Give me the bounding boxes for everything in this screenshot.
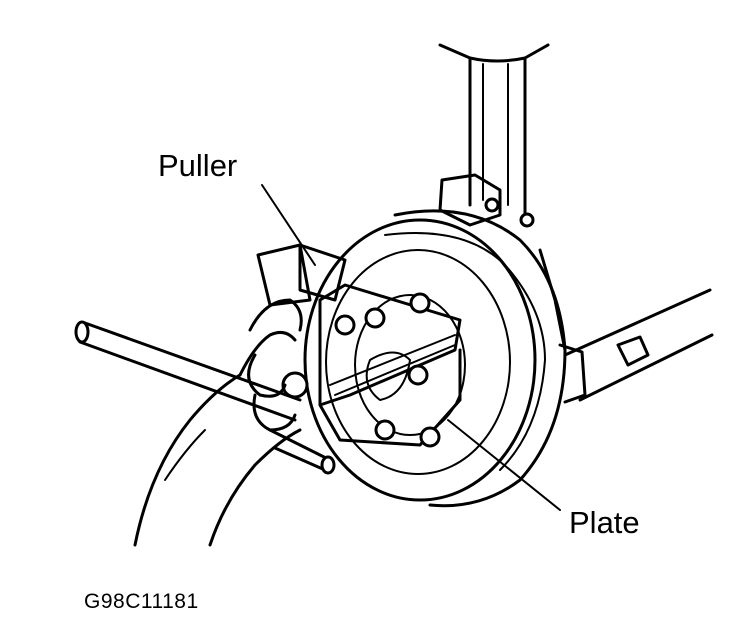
puller-leader-line — [261, 184, 316, 266]
brake-disc — [303, 209, 567, 508]
plate-label: Plate — [569, 505, 640, 540]
drive-shaft — [558, 288, 714, 404]
leader-lines — [261, 184, 561, 511]
puller-label: Puller — [158, 148, 238, 183]
figure-code: G98C11181 — [84, 590, 199, 613]
plate-leader-line — [447, 419, 561, 511]
axle-rod — [74, 320, 336, 475]
puller-tool — [256, 243, 462, 448]
strut-tube — [438, 43, 550, 228]
hand — [133, 298, 303, 547]
